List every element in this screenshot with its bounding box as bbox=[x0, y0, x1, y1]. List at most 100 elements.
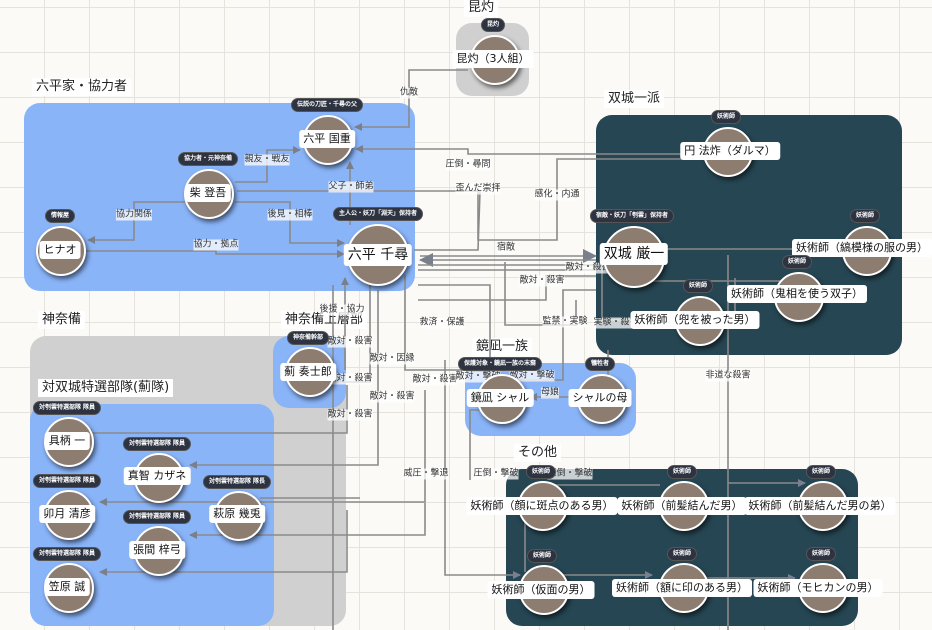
node-name-kabuto: 妖術師（兜を被った男） bbox=[630, 311, 760, 329]
edge-tekitai-harima bbox=[189, 503, 426, 539]
node-badge-konshaku: 昆灼 bbox=[480, 18, 506, 32]
edge-tekitai-uzuki bbox=[99, 390, 426, 506]
node-name-kamen: 妖術師（仮面の男） bbox=[487, 581, 595, 599]
edge-kyoryoku-kyoten bbox=[86, 250, 345, 258]
node-badge-gugara: 対刳雲特選部隊 隊員 bbox=[32, 401, 102, 415]
edge-label-atto-gekiha2: 圧倒・撃破 bbox=[547, 468, 593, 480]
node-name-hagiwara: 萩原 幾兎 bbox=[209, 505, 265, 523]
edge-label-tekitai-gekiha2: 敵対・撃破 bbox=[509, 370, 555, 382]
edge-label-kouen: 後援・協力 bbox=[319, 304, 365, 316]
node-name-gugara: 具柄 一 bbox=[44, 432, 90, 450]
node-badge-hanten: 妖術師 bbox=[525, 465, 557, 479]
group-label-kagami: 鏡凪一族 bbox=[472, 338, 533, 356]
group-label-sojo: 双城一派 bbox=[604, 90, 665, 108]
node-name-shima: 妖術師（縞模様の服の男） bbox=[792, 239, 932, 257]
node-badge-shalu-mother: 犠牲者 bbox=[584, 357, 616, 371]
group-label-tokusen: 対双城特選部隊(薊隊) bbox=[38, 379, 174, 397]
node-badge-maegami: 妖術師 bbox=[666, 465, 698, 479]
node-name-uzuki: 卯月 清彦 bbox=[39, 505, 95, 523]
node-badge-mohican: 妖術師 bbox=[805, 547, 837, 561]
edge-label-koken: 後見・相棒 bbox=[267, 209, 313, 221]
node-name-oni: 妖術師（鬼相を使う双子） bbox=[727, 285, 867, 303]
edge-label-kyusai: 救済・保護 bbox=[419, 317, 465, 329]
edge-kankin bbox=[504, 262, 577, 326]
node-name-harima: 張間 梓弓 bbox=[129, 541, 185, 559]
node-name-maegami-ototo: 妖術師（前髪結んだ男の弟） bbox=[744, 497, 896, 515]
edge-label-oyako: 父子・師弟 bbox=[328, 181, 374, 193]
edge-label-tekitai3: 敵対・殺害 bbox=[327, 373, 373, 385]
node-badge-hitai: 妖術師 bbox=[666, 547, 698, 561]
node-badge-harima: 対刳雲特選部隊 隊員 bbox=[122, 510, 192, 524]
node-badge-enhosaku: 妖術師 bbox=[710, 110, 742, 124]
edge-kyusai bbox=[404, 275, 475, 371]
group-label-rokuhira: 六平家・協力者 bbox=[32, 78, 132, 96]
edge-label-kanka: 感化・内通 bbox=[534, 189, 580, 201]
node-name-kunishige: 六平 国重 bbox=[299, 130, 355, 148]
edge-iatsu bbox=[444, 360, 521, 579]
node-badge-shiba: 協力者・元神奈備 bbox=[177, 152, 239, 166]
node-badge-shima: 妖術師 bbox=[849, 209, 881, 223]
edge-label-tekitai-gekiha1: 敵対・撃破 bbox=[455, 371, 501, 383]
edge-label-kankin: 監禁・実験 bbox=[542, 316, 588, 328]
node-name-hitai: 妖術師（額に印のある男） bbox=[612, 579, 752, 597]
edge-label-kyoryoku-kyoten: 協力・拠点 bbox=[193, 239, 239, 251]
node-name-chihiro: 六平 千尋 bbox=[343, 244, 413, 266]
edge-kyuteki bbox=[354, 69, 468, 131]
edge-label-hido: 非道な殺害 bbox=[705, 370, 751, 382]
edge-label-tekitai6: 敵対・殺害 bbox=[327, 409, 373, 421]
edge-tekitai-gugara bbox=[84, 385, 348, 437]
edge-tekitai1 bbox=[418, 275, 596, 301]
node-badge-maegami-ototo: 妖術師 bbox=[805, 465, 837, 479]
edge-tekitai-kasahara bbox=[99, 510, 348, 576]
node-name-azami: 薊 奏士郎 bbox=[280, 363, 336, 381]
node-badge-kunishige: 伝説の刀匠・千尋の父 bbox=[290, 98, 364, 112]
node-badge-oni: 妖術師 bbox=[781, 255, 813, 269]
node-name-hanten: 妖術師（顔に斑点のある男） bbox=[466, 497, 618, 515]
node-name-konshaku: 昆灼（3人組） bbox=[452, 50, 534, 68]
edge-kanka bbox=[477, 158, 688, 241]
node-name-enhosaku: 円 法炸（ダルマ） bbox=[680, 142, 780, 160]
edge-label-tekitai-top: 敵対・殺害 bbox=[565, 262, 611, 274]
edge-label-jikken: 実験・殺害 bbox=[593, 317, 639, 329]
edge-label-tekitai1: 敵対・殺害 bbox=[519, 275, 565, 287]
node-badge-kabuto: 妖術師 bbox=[682, 279, 714, 293]
node-name-mohican: 妖術師（モヒカンの男） bbox=[753, 579, 883, 597]
node-name-kasahara: 笠原 誠 bbox=[44, 578, 90, 596]
edge-label-atto-gekiha1: 圧倒・撃破 bbox=[473, 468, 519, 480]
edge-label-tekitai4: 敵対・殺害 bbox=[412, 374, 458, 386]
edge-atto-jinmon bbox=[355, 145, 688, 155]
group-label-kanabi: 神奈備 bbox=[38, 311, 86, 329]
node-badge-shalu: 保護対象・鏡凪一族の末裔 bbox=[457, 357, 543, 371]
edge-label-tekitai5: 敵対・殺害 bbox=[369, 391, 415, 403]
node-badge-mashiro: 対刳雲特選部隊 隊員 bbox=[122, 437, 192, 451]
group-label-konshaku: 昆灼 bbox=[464, 0, 499, 17]
group-label-other: その他 bbox=[514, 444, 562, 462]
edge-label-shukuteki: 宿敵 bbox=[496, 242, 516, 254]
node-name-sojo: 双城 厳一 bbox=[599, 243, 669, 265]
edge-tekitai-mashiro bbox=[189, 290, 379, 469]
node-name-shalu-mother: シャルの母 bbox=[568, 389, 632, 407]
node-name-shalu: 鏡凪 シャル bbox=[466, 389, 534, 407]
node-badge-azami: 神奈備幹部 bbox=[286, 331, 330, 345]
node-badge-kasahara: 対刳雲特選部隊 隊員 bbox=[32, 547, 102, 561]
edge-label-shinyu: 親友・戦友 bbox=[244, 154, 290, 166]
edge-shinyu bbox=[235, 146, 301, 183]
edge-koken bbox=[235, 201, 345, 247]
node-name-hinao: ヒナオ bbox=[39, 241, 81, 259]
node-badge-kamen: 妖術師 bbox=[526, 549, 558, 563]
edge-label-yuganda: 歪んだ崇拝 bbox=[455, 183, 501, 195]
node-name-maegami: 妖術師（前髪結んだ男） bbox=[617, 497, 747, 515]
node-badge-sojo: 宿敵・妖刀「刳雲」保持者 bbox=[589, 209, 675, 223]
edge-label-tekitai2: 敵対・殺害 bbox=[327, 336, 373, 348]
edge-label-boshi: 母娘 bbox=[540, 387, 560, 399]
node-name-shiba: 柴 登吾 bbox=[185, 184, 231, 202]
edge-label-kyuteki: 仇敵 bbox=[399, 87, 419, 99]
node-badge-hagiwara: 対刳雲特選部隊 隊長 bbox=[202, 475, 272, 489]
node-badge-chihiro: 主人公・妖刀「淵天」保持者 bbox=[332, 207, 424, 221]
edge-shalu-chihiro bbox=[418, 284, 491, 380]
edge-label-iatsu: 威圧・撃退 bbox=[403, 468, 449, 480]
node-badge-uzuki: 対刳雲特選部隊 隊員 bbox=[32, 474, 102, 488]
edge-label-atto-jinmon: 圧倒・尋問 bbox=[445, 159, 491, 171]
edge-label-kyoryoku-kankei: 協力関係 bbox=[115, 209, 153, 221]
edge-label-tekitai-innen: 敵対・因縁 bbox=[369, 353, 415, 365]
